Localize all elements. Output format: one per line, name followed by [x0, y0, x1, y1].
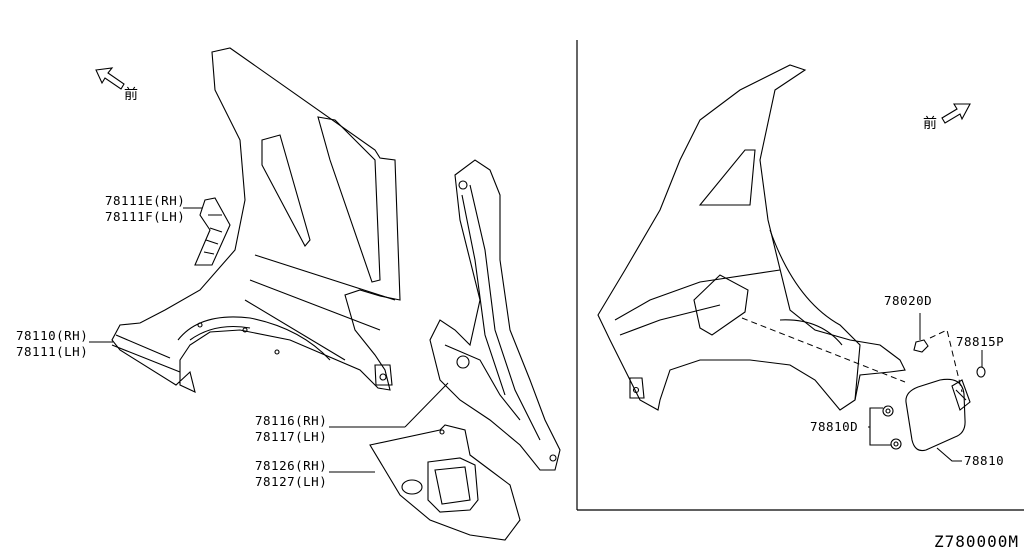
- label-78116: 78116(RH)78117(LH): [255, 413, 327, 445]
- label-78110: 78110(RH)78111(LH): [16, 328, 88, 360]
- rear-fender-outer-panel-left: [111, 47, 401, 393]
- inner-pillar-part-78116: [429, 159, 561, 471]
- front-arrow-left-icon: [95, 67, 125, 90]
- filler-housing-part-78126: [369, 424, 521, 541]
- label-78810D: 78810D: [810, 419, 859, 434]
- part-number-rh: 78111E(RH): [105, 193, 186, 208]
- front-marker-right: 前: [923, 115, 937, 132]
- front-marker-left: 前: [124, 86, 138, 103]
- clip-part-78020D: [913, 339, 929, 353]
- leader-lines: [89, 207, 983, 473]
- part-number-lh: 78127(LH): [255, 474, 328, 489]
- part-number-lh: 78117(LH): [255, 429, 328, 444]
- part-number-lh: 78111(LH): [16, 344, 89, 359]
- bracket-part-78111E: [194, 197, 231, 266]
- label-78111E: 78111E(RH)78111F(LH): [105, 193, 185, 225]
- label-78020D: 78020D: [884, 293, 933, 308]
- bumper-part-78810D-upper: [882, 405, 894, 417]
- label-78815P: 78815P: [956, 334, 1005, 349]
- grommet-part-78815P: [976, 366, 986, 378]
- part-number-lh: 78111F(LH): [105, 209, 186, 224]
- front-arrow-right-icon: [941, 103, 971, 124]
- label-78810: 78810: [964, 453, 1005, 468]
- part-number-rh: 78110(RH): [16, 328, 89, 343]
- part-number-rh: 78126(RH): [255, 458, 328, 473]
- assembly-dashed-line: [929, 329, 963, 393]
- fuel-filler-lid-part-78810: [905, 378, 971, 452]
- bumper-part-78810D-lower: [890, 438, 902, 450]
- rear-fender-inner-panel-right: [597, 64, 906, 411]
- assembly-dashed-line: [741, 317, 906, 383]
- part-number-rh: 78116(RH): [255, 413, 328, 428]
- diagram-code: Z780000M: [934, 532, 1020, 551]
- label-78126: 78126(RH)78127(LH): [255, 458, 327, 490]
